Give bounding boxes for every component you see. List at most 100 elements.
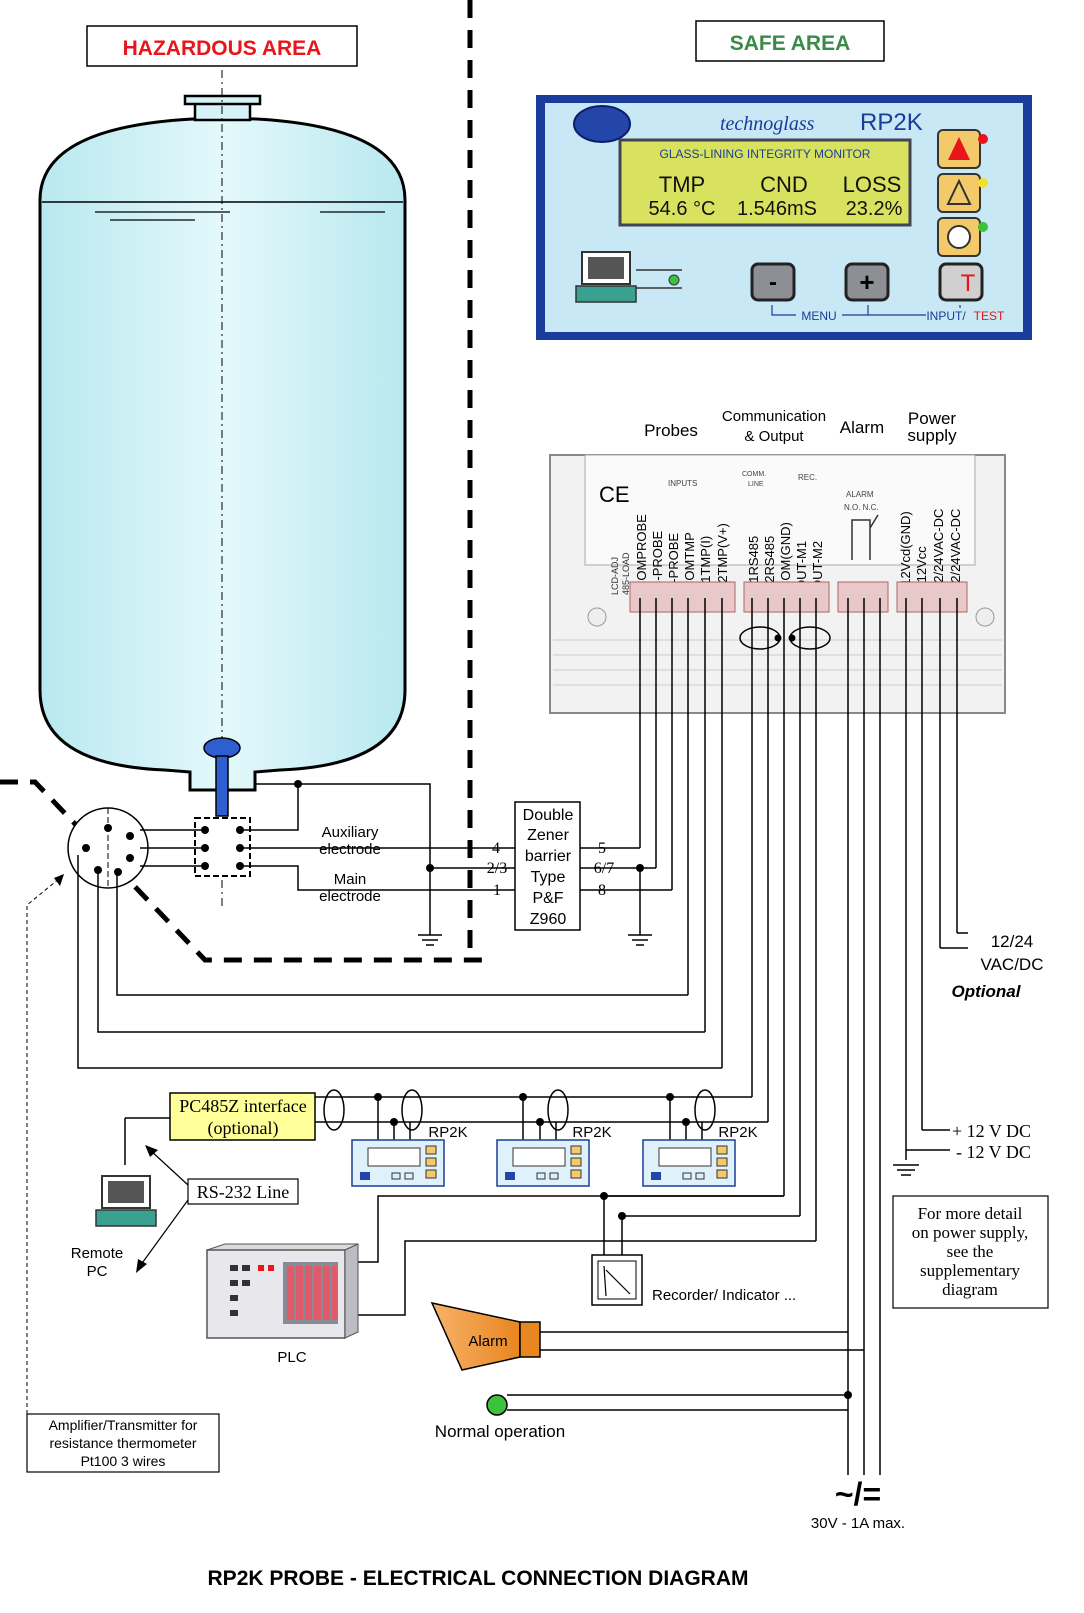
svg-text:RP2K: RP2K (428, 1124, 467, 1141)
svg-text:Normal operation: Normal operation (435, 1422, 565, 1441)
svg-text:electrode: electrode (319, 888, 381, 905)
remote-pc-icon (95, 1175, 157, 1227)
svg-text:supply: supply (907, 426, 957, 445)
svg-text:GLASS-LINING INTEGRITY MONITOR: GLASS-LINING INTEGRITY MONITOR (660, 147, 871, 161)
svg-text:+12Vcc: +12Vcc (914, 546, 929, 590)
input-test-button[interactable] (938, 262, 984, 302)
terminal-board: CE INPUTS COMM. LINE REC. ALARM N.O. N.C… (549, 454, 1006, 714)
svg-text:- 12 V DC: - 12 V DC (956, 1142, 1031, 1162)
plus-button[interactable] (844, 262, 890, 302)
svg-text:12/24VAC-DC: 12/24VAC-DC (948, 509, 963, 590)
svg-text:12/24VAC-DC: 12/24VAC-DC (931, 509, 946, 590)
rs485-junctions (374, 1093, 690, 1220)
svg-text:(optional): (optional) (208, 1118, 279, 1139)
svg-text:COMTMP: COMTMP (682, 532, 697, 590)
svg-text:1.546mS: 1.546mS (737, 198, 817, 220)
svg-text:REC.: REC. (798, 473, 817, 482)
svg-text:PC485Z interface: PC485Z interface (179, 1096, 306, 1116)
svg-text:VAC/DC: VAC/DC (981, 955, 1044, 974)
output-wires (507, 1331, 881, 1475)
svg-text:Remote: Remote (71, 1245, 124, 1262)
svg-text:Z960: Z960 (530, 911, 567, 928)
supply-rating: 30V - 1A max. (811, 1515, 905, 1532)
svg-text:Probes: Probes (644, 421, 698, 440)
svg-text:& Output: & Output (744, 428, 804, 445)
pc485z-interface: PC485Z interface (optional) (169, 1092, 316, 1141)
svg-text:L2RS485: L2RS485 (762, 536, 777, 590)
svg-text:-: - (769, 269, 777, 296)
round-connector (67, 807, 149, 889)
svg-text:23.2%: 23.2% (846, 198, 903, 220)
connector-wires (140, 783, 515, 946)
rp2k-device-1 (351, 1139, 445, 1187)
svg-text:RS-232 Line: RS-232 Line (197, 1182, 290, 1202)
svg-text:INPUTS: INPUTS (668, 479, 697, 488)
svg-text:see the: see the (947, 1242, 994, 1261)
svg-text:+: + (859, 267, 874, 297)
rp2k-monitor-panel: technoglass RP2K GLASS-LINING INTEGRITY … (536, 95, 1032, 340)
svg-text:Recorder/ Indicator ...: Recorder/ Indicator ... (652, 1287, 796, 1304)
svg-text:TMP: TMP (659, 172, 705, 197)
svg-text:485-LOAD: 485-LOAD (621, 552, 631, 595)
rs232-line: RS-232 Line (136, 1145, 299, 1273)
svg-text:ALARM: ALARM (846, 490, 874, 499)
svg-text:Communication: Communication (722, 408, 826, 425)
svg-text:RP2K: RP2K (860, 109, 923, 136)
svg-text:L-PROBE: L-PROBE (666, 533, 681, 590)
svg-text:54.6 °C: 54.6 °C (649, 198, 716, 220)
svg-text:Type: Type (531, 869, 566, 886)
recorder-icon (591, 1254, 643, 1306)
minus-button[interactable] (750, 262, 796, 302)
svg-text:PLC: PLC (277, 1349, 306, 1366)
svg-text:L1TMP(I): L1TMP(I) (698, 536, 713, 590)
svg-text:CE: CE (599, 482, 630, 507)
svg-text:Main: Main (334, 871, 367, 888)
svg-text:4: 4 (492, 840, 500, 857)
svg-text:Amplifier/Transmitter for: Amplifier/Transmitter for (49, 1417, 198, 1433)
svg-text:C-PROBE: C-PROBE (650, 530, 665, 590)
svg-text:TEST: TEST (974, 309, 1005, 323)
normal-operation-lamp-icon (486, 1394, 508, 1416)
svg-text:COMM.: COMM. (742, 471, 766, 478)
svg-text:COMPROBE: COMPROBE (634, 514, 649, 590)
svg-text:Alarm: Alarm (468, 1333, 507, 1350)
svg-text:SAFE AREA: SAFE AREA (730, 32, 851, 55)
svg-text:Optional: Optional (952, 982, 1022, 1001)
svg-text:+ 12 V DC: + 12 V DC (952, 1121, 1031, 1141)
power-supply-note: For more detail on power supply, see the… (892, 1195, 1049, 1309)
svg-text:resistance thermometer: resistance thermometer (49, 1435, 196, 1451)
svg-text:2/3: 2/3 (487, 860, 507, 877)
svg-text:LINE: LINE (748, 481, 764, 488)
svg-text:RP2K: RP2K (572, 1124, 611, 1141)
svg-text:Power: Power (908, 409, 957, 428)
svg-text:diagram: diagram (942, 1280, 998, 1299)
hazardous-area-label: HAZARDOUS AREA (86, 25, 358, 67)
svg-text:OUT-M1: OUT-M1 (794, 541, 809, 590)
svg-text:LOSS: LOSS (843, 172, 902, 197)
zener-barrier: Double Zener barrier Type P&F Z960 4 2/3… (487, 801, 614, 931)
svg-text:Alarm: Alarm (840, 418, 884, 437)
rp2k-device-3 (642, 1139, 736, 1187)
svg-text:N.O. N.C.: N.O. N.C. (844, 503, 879, 512)
svg-text:on power supply,: on power supply, (912, 1223, 1028, 1242)
svg-text:L1RS485: L1RS485 (746, 536, 761, 590)
svg-text:technoglass: technoglass (720, 113, 815, 135)
alarm-horn-icon (430, 1301, 541, 1371)
technoglass-logo-icon (573, 105, 631, 143)
svg-text:Pt100 3 wires: Pt100 3 wires (81, 1453, 166, 1469)
svg-text:Zener: Zener (527, 827, 569, 844)
svg-text:P&F: P&F (532, 890, 563, 907)
svg-text:CND: CND (760, 172, 808, 197)
svg-text:PC: PC (87, 1263, 108, 1280)
svg-text:1: 1 (493, 882, 501, 899)
svg-text:HAZARDOUS AREA: HAZARDOUS AREA (123, 37, 322, 60)
svg-text:RP2K: RP2K (718, 1124, 757, 1141)
plc-icon (206, 1243, 359, 1339)
page-title: RP2K PROBE - ELECTRICAL CONNECTION DIAGR… (208, 1567, 749, 1590)
terminal-wires (77, 598, 968, 1410)
svg-text:MENU: MENU (801, 309, 836, 323)
supply-symbol: ~/= (835, 1476, 881, 1512)
svg-text:COM(GND): COM(GND) (778, 522, 793, 590)
rp2k-device-2 (496, 1139, 590, 1187)
